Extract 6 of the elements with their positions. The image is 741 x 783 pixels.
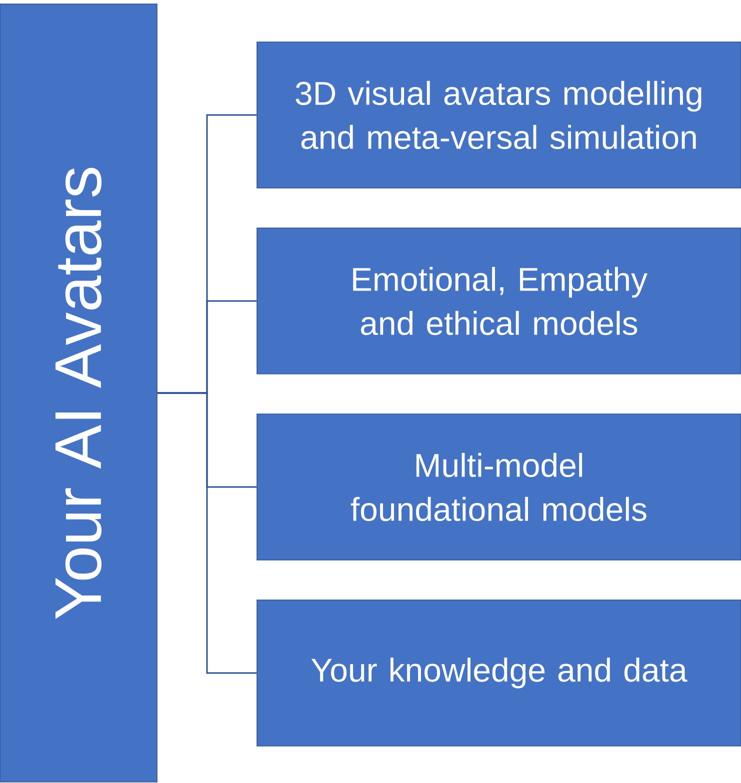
title-bar: Your AI Avatars — [0, 4, 158, 782]
topic-box: Emotional, Empathy and ethical models — [256, 228, 741, 374]
connector-line — [157, 392, 257, 674]
topic-box: 3D visual avatars modelling and meta-versal simulation — [256, 42, 741, 188]
topic-box: Your knowledge and data — [256, 600, 741, 746]
topic-box: Multi-model foundational models — [256, 414, 741, 560]
